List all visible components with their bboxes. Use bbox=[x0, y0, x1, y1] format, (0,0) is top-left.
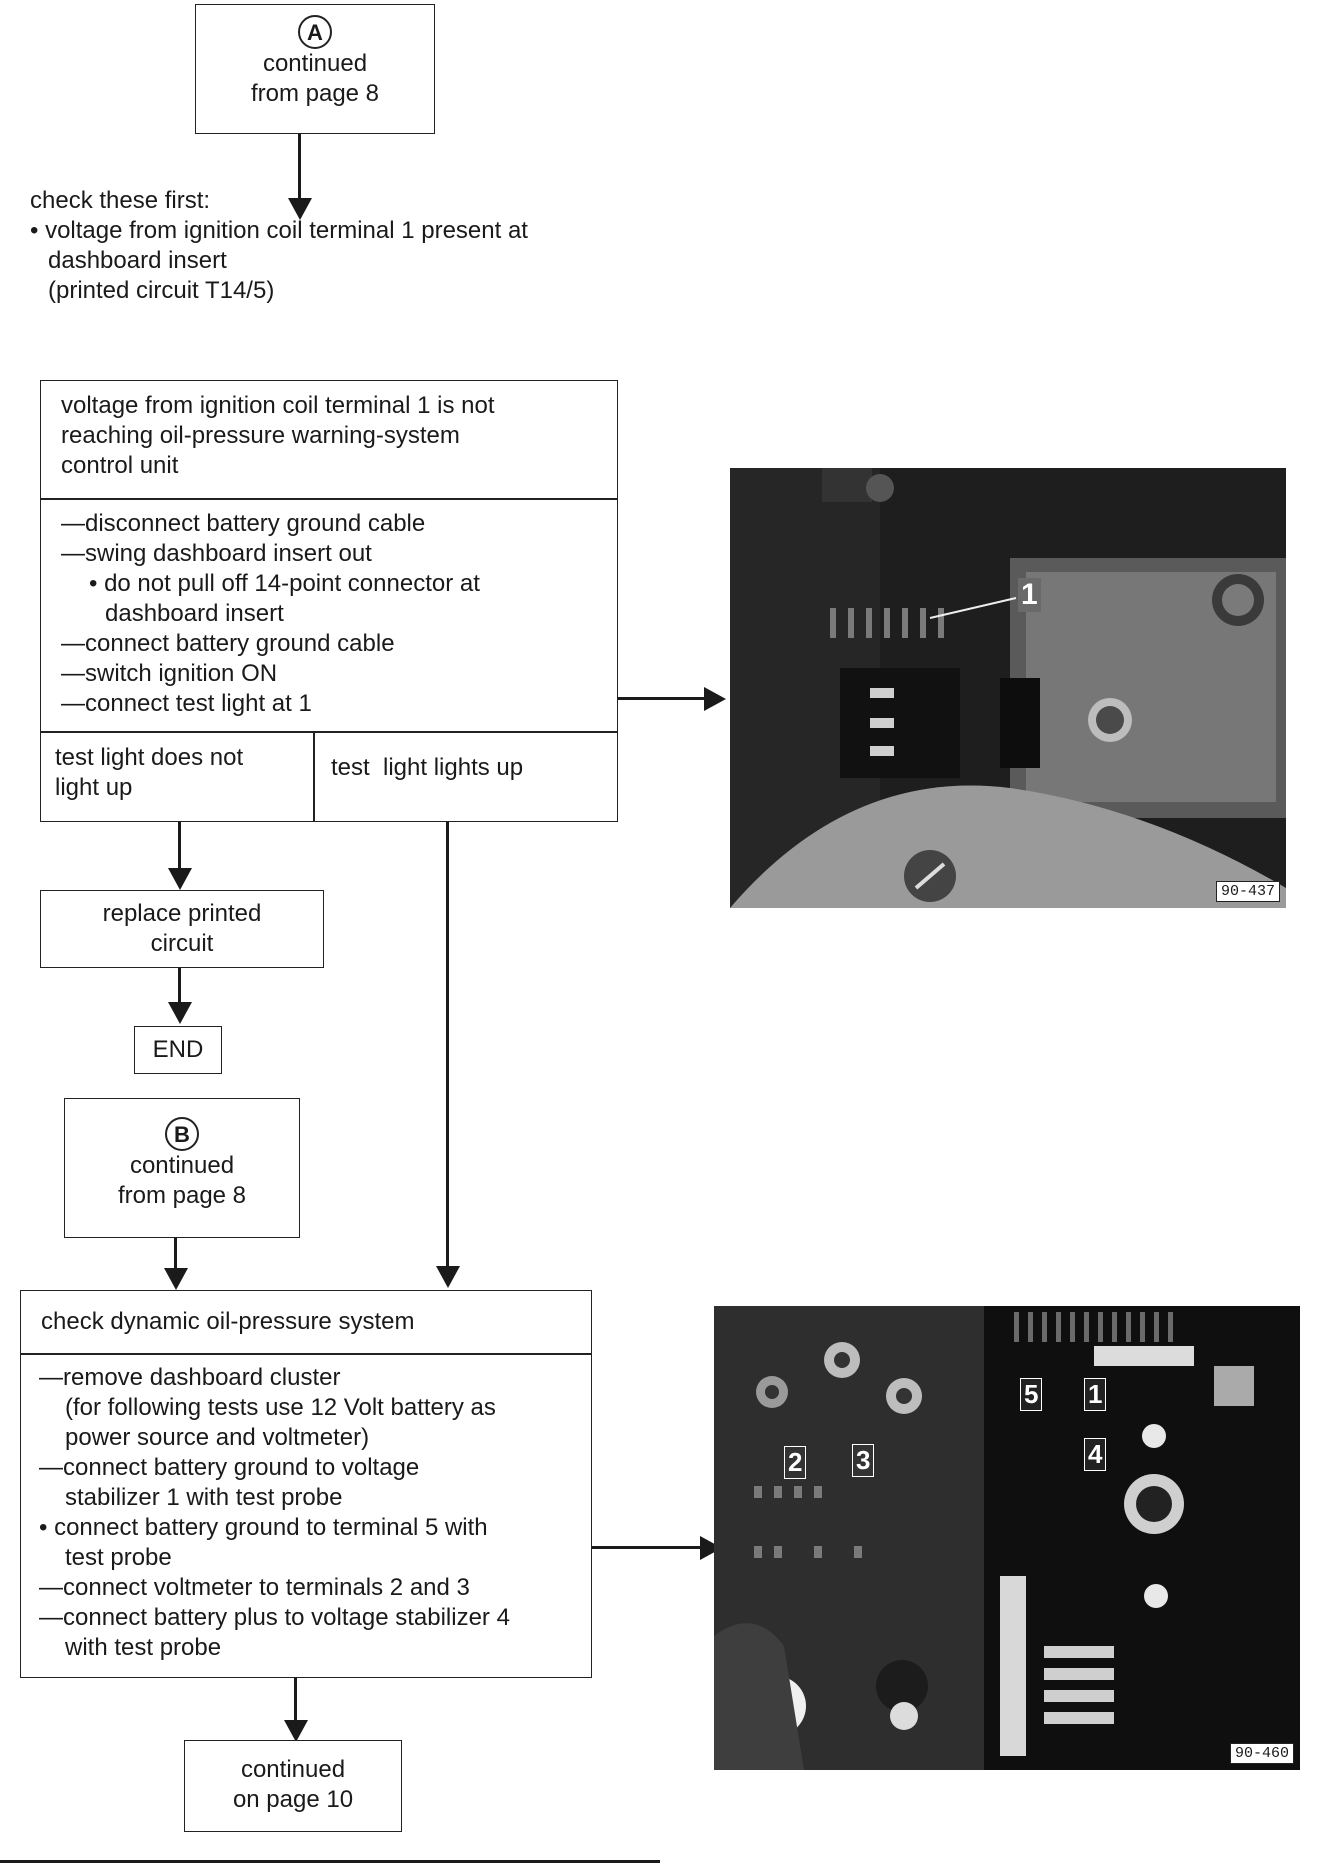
arrow-end-shaft bbox=[178, 968, 181, 1008]
arrow-replace-shaft bbox=[178, 822, 181, 874]
connector-a-box: A continued from page 8 bbox=[195, 4, 435, 134]
connector-a-letter: A bbox=[298, 15, 332, 49]
arrow-b-shaft bbox=[174, 1238, 177, 1272]
check-first-line2: dashboard insert bbox=[48, 247, 227, 274]
connector-a-line2: from page 8 bbox=[250, 80, 380, 107]
continued-page-10-box: continued on page 10 bbox=[184, 1740, 402, 1832]
connector-b-line2: from page 8 bbox=[117, 1182, 247, 1209]
bottom-rule bbox=[0, 1860, 660, 1863]
box2-divider bbox=[21, 1353, 591, 1355]
box2-header: check dynamic oil-pressure system bbox=[41, 1308, 415, 1335]
result-lights-up: test light lights up bbox=[331, 754, 524, 781]
photo2-callout-4: 4 bbox=[1084, 1438, 1107, 1471]
photo1-callout-1: 1 bbox=[1018, 578, 1041, 612]
photo1-code-label: 90-437 bbox=[1215, 881, 1280, 902]
arrow-photo1-head bbox=[704, 687, 726, 711]
dynamic-oil-pressure-box: check dynamic oil-pressure system —remov… bbox=[20, 1290, 592, 1678]
photo2-callout-1: 1 bbox=[1084, 1378, 1107, 1411]
arrow-photo2-shaft bbox=[592, 1546, 710, 1549]
arrow-continued-head bbox=[284, 1720, 308, 1742]
box2-step: —remove dashboard cluster bbox=[39, 1364, 341, 1391]
replace-line2: circuit bbox=[150, 930, 214, 957]
connector-b-letter: B bbox=[165, 1117, 199, 1151]
replace-line1: replace printed bbox=[102, 900, 262, 927]
photo2-code-label: 90-460 bbox=[1229, 1743, 1294, 1764]
replace-printed-circuit-box: replace printed circuit bbox=[40, 890, 324, 968]
dashboard-insert-illustration bbox=[730, 468, 1286, 908]
arrow-a-shaft bbox=[298, 134, 301, 204]
box1-step: dashboard insert bbox=[105, 600, 284, 627]
photo2-callout-2: 2 bbox=[784, 1446, 807, 1479]
arrow-lights-up-shaft bbox=[446, 822, 449, 1270]
box2-step: —connect battery plus to voltage stabili… bbox=[39, 1604, 510, 1631]
end-label: END bbox=[152, 1036, 204, 1063]
result-no-light: test light does not light up bbox=[55, 743, 243, 803]
result-no-light-line2: light up bbox=[55, 774, 133, 801]
arrow-a-head bbox=[288, 198, 312, 220]
dashboard-cluster-illustration bbox=[714, 1306, 1300, 1770]
box1-step: —connect test light at 1 bbox=[61, 690, 312, 717]
box1-step: —switch ignition ON bbox=[61, 660, 278, 687]
check-first-heading: check these first: bbox=[30, 187, 211, 214]
connector-b-line1: continued bbox=[129, 1152, 235, 1179]
dashboard-insert-photo: 1 90-437 bbox=[730, 468, 1286, 908]
arrow-end-head bbox=[168, 1002, 192, 1024]
box1-step: —swing dashboard insert out bbox=[61, 540, 372, 567]
photo2-callout-5: 5 bbox=[1020, 1378, 1043, 1411]
box2-step: (for following tests use 12 Volt battery… bbox=[65, 1394, 496, 1421]
continued-line1: continued bbox=[240, 1756, 346, 1783]
arrow-continued-shaft bbox=[294, 1678, 297, 1726]
check-first-line3: (printed circuit T14/5) bbox=[48, 277, 275, 304]
check-first-bullet: • voltage from ignition coil terminal 1 … bbox=[30, 217, 528, 244]
box2-step: stabilizer 1 with test probe bbox=[65, 1484, 343, 1511]
box1-step: —disconnect battery ground cable bbox=[61, 510, 426, 537]
box2-step: • connect battery ground to terminal 5 w… bbox=[39, 1514, 488, 1541]
arrow-photo2-head bbox=[700, 1536, 722, 1560]
box1-steps: —disconnect battery ground cable —swing … bbox=[61, 509, 480, 719]
box2-step: with test probe bbox=[65, 1634, 222, 1661]
box2-steps: —remove dashboard cluster (for following… bbox=[39, 1363, 510, 1663]
box1-result-divider bbox=[313, 731, 315, 821]
box1-step: —connect battery ground cable bbox=[61, 630, 395, 657]
connector-a-line1: continued bbox=[262, 50, 368, 77]
box1-header-line1: voltage from ignition coil terminal 1 is… bbox=[61, 392, 495, 419]
box1-header: voltage from ignition coil terminal 1 is… bbox=[61, 391, 495, 481]
photo2-callout-3: 3 bbox=[852, 1444, 875, 1477]
box1-header-line3: control unit bbox=[61, 452, 179, 479]
box2-step: power source and voltmeter) bbox=[65, 1424, 370, 1451]
box1-header-line2: reaching oil-pressure warning-system bbox=[61, 422, 460, 449]
box1-step: • do not pull off 14-point connector at bbox=[89, 570, 480, 597]
arrow-photo1-shaft bbox=[618, 697, 716, 700]
connector-b-box: B continued from page 8 bbox=[64, 1098, 300, 1238]
box1-divider-1 bbox=[41, 498, 617, 500]
check-first-block: check these first: • voltage from igniti… bbox=[30, 186, 630, 306]
end-box: END bbox=[134, 1026, 222, 1074]
box2-step: —connect battery ground to voltage bbox=[39, 1454, 420, 1481]
dashboard-cluster-photo: 5 1 4 2 3 90-460 bbox=[714, 1306, 1300, 1770]
arrow-b-head bbox=[164, 1268, 188, 1290]
box2-step: test probe bbox=[65, 1544, 172, 1571]
arrow-replace-head bbox=[168, 868, 192, 890]
box1-divider-2 bbox=[41, 731, 617, 733]
arrow-lights-up-head bbox=[436, 1266, 460, 1288]
ignition-voltage-box: voltage from ignition coil terminal 1 is… bbox=[40, 380, 618, 822]
box2-step: —connect voltmeter to terminals 2 and 3 bbox=[39, 1574, 470, 1601]
continued-line2: on page 10 bbox=[232, 1786, 354, 1813]
result-no-light-line1: test light does not bbox=[55, 744, 244, 771]
